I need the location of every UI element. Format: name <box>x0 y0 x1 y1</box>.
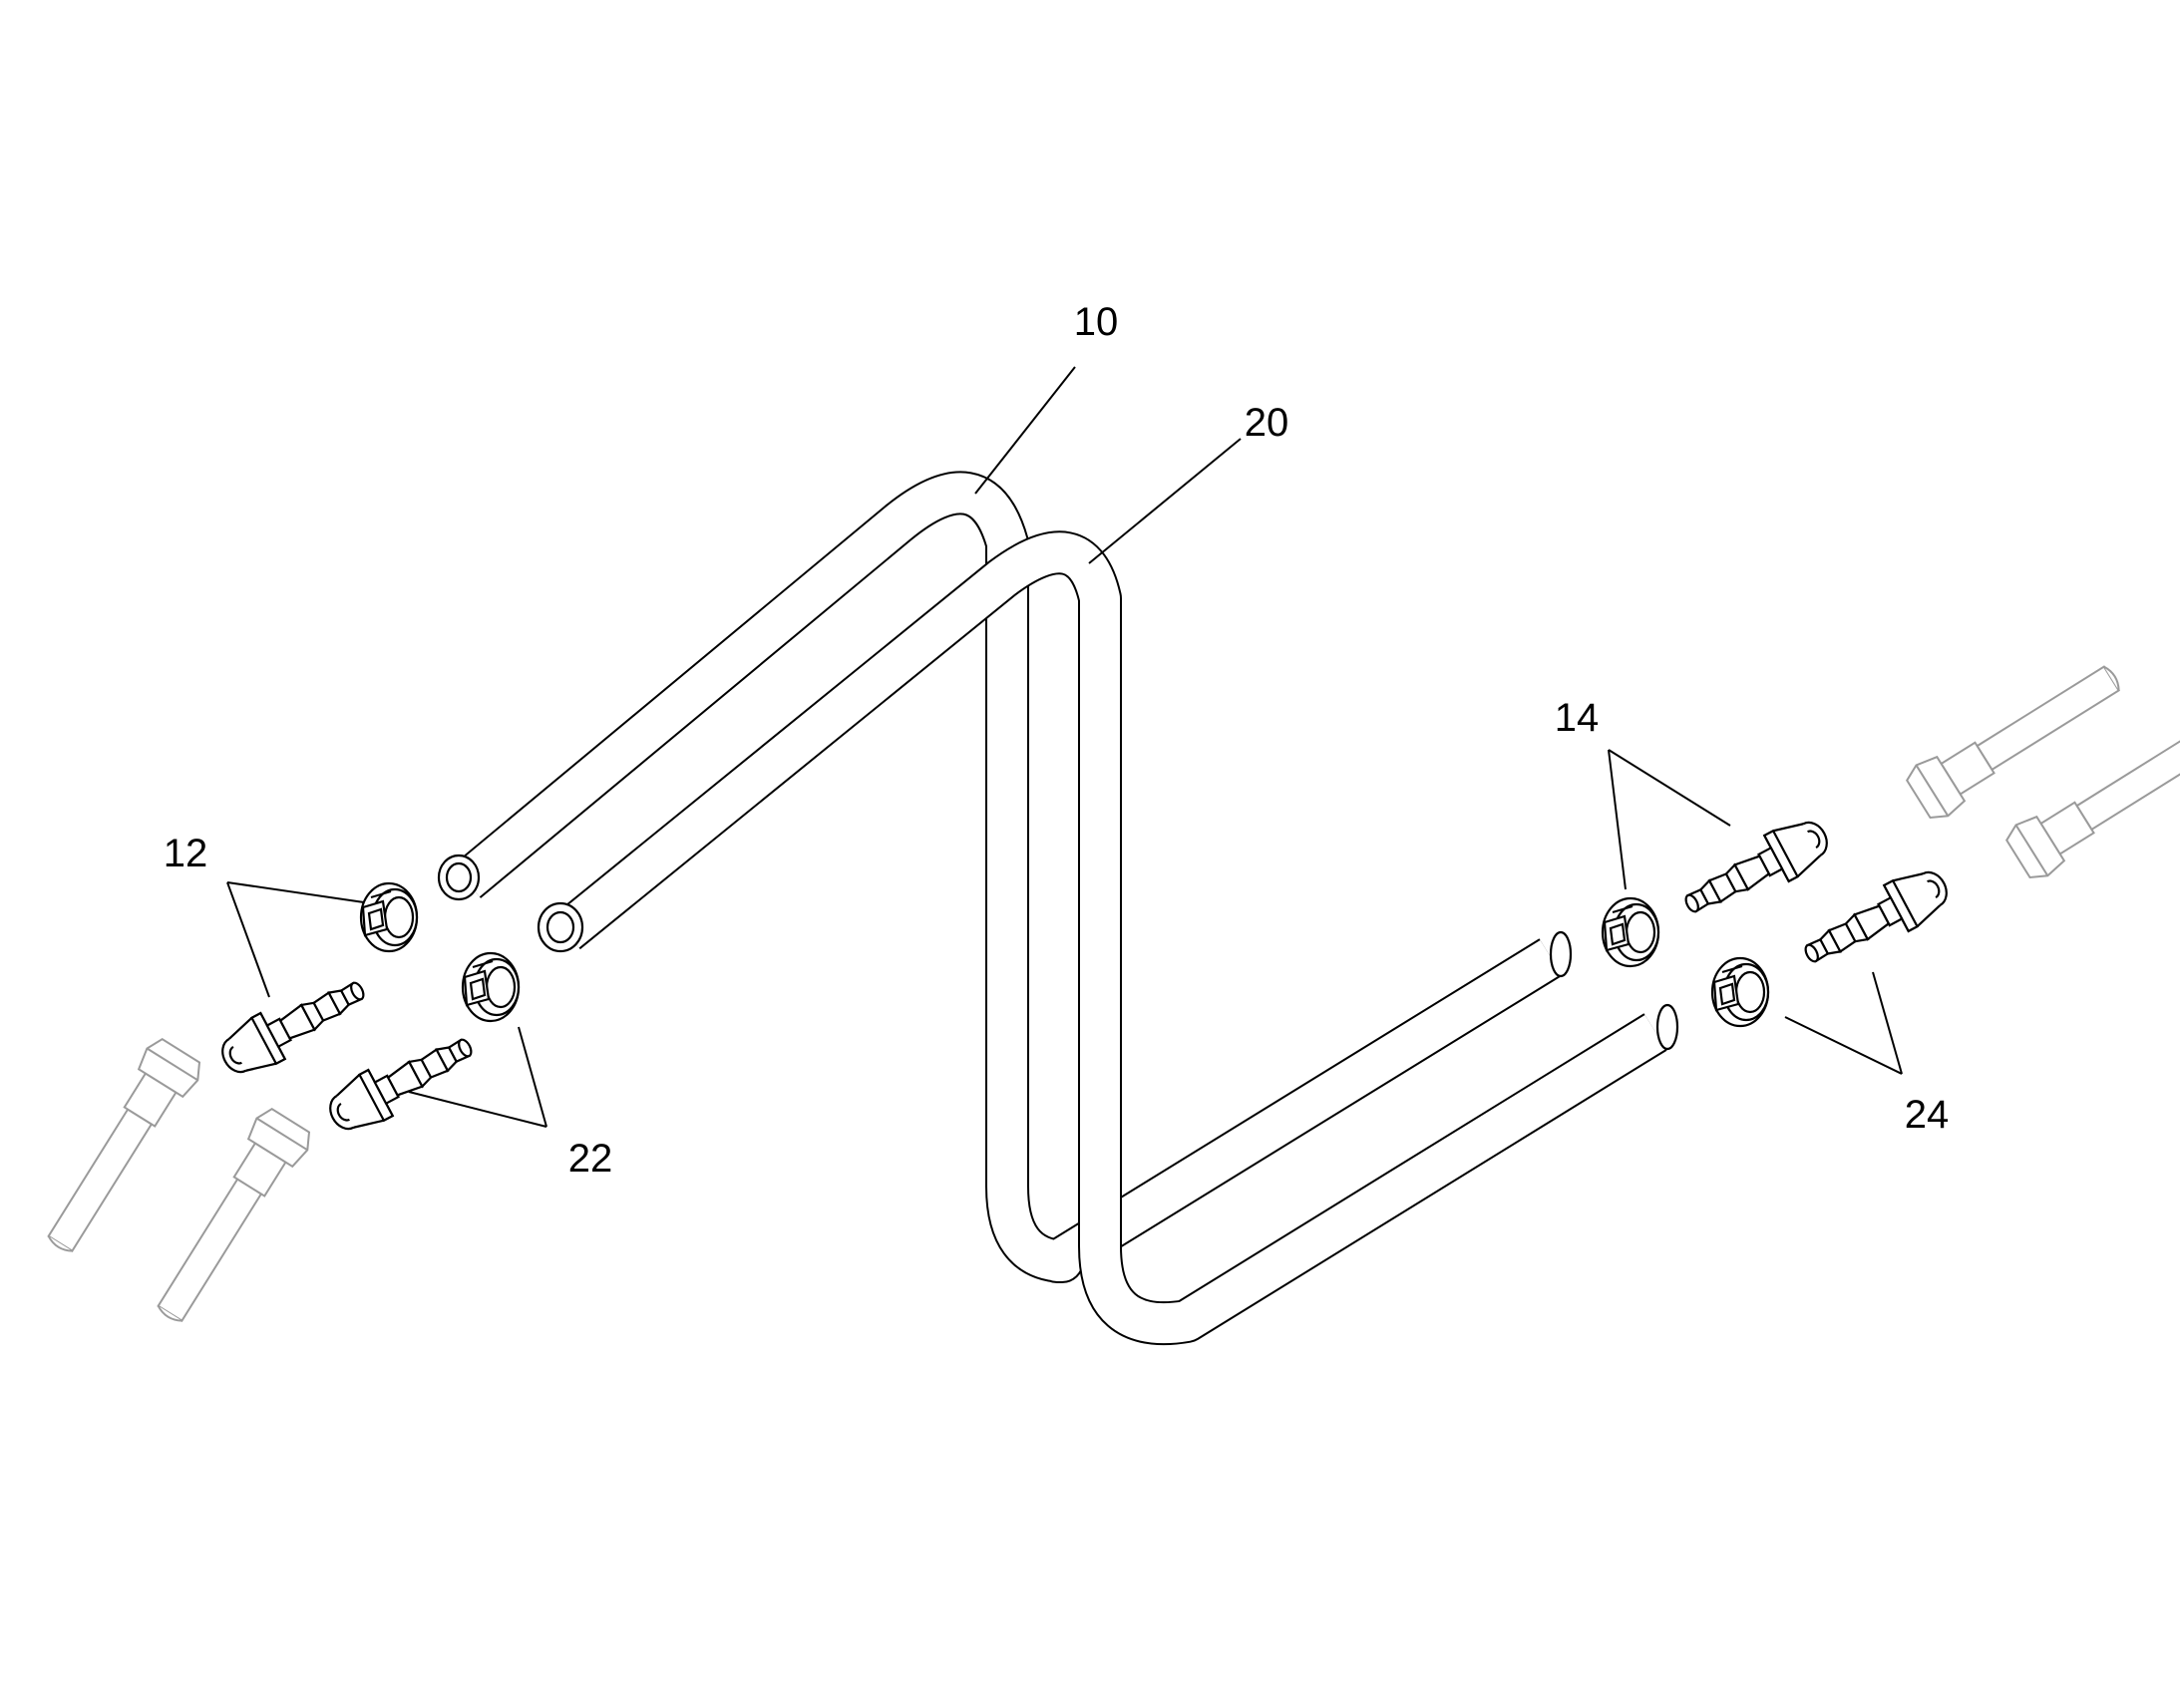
fitting-24 <box>1794 858 1958 980</box>
clamp-22 <box>461 951 521 1023</box>
fitting-14 <box>1674 809 1838 930</box>
leader-lines <box>226 366 1903 1128</box>
callout-22: 22 <box>568 1137 613 1181</box>
fitting-22 <box>319 1021 483 1143</box>
grey-pipe-left-2 <box>141 1103 317 1334</box>
grey-pipe-left-1 <box>31 1033 207 1264</box>
clamp-12 <box>359 881 419 953</box>
callout-14: 14 <box>1555 696 1600 740</box>
callout-10: 10 <box>1074 300 1119 344</box>
callout-24: 24 <box>1905 1093 1950 1137</box>
hose-20 <box>537 530 1679 1346</box>
callout-12: 12 <box>164 832 208 875</box>
hose-10 <box>437 471 1573 1283</box>
clamp-24 <box>1710 956 1770 1028</box>
clamp-14 <box>1601 896 1660 968</box>
fitting-12 <box>211 964 375 1086</box>
callout-20: 20 <box>1245 401 1289 445</box>
